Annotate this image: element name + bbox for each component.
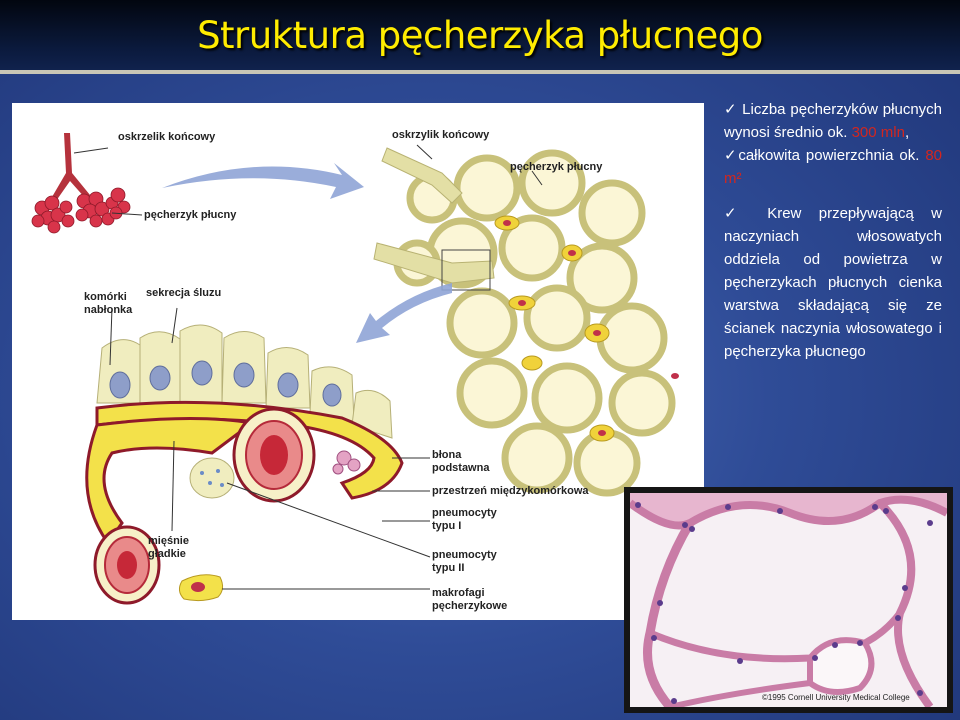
label-pecherzyk-plucny-left: pęcherzyk płucny	[144, 209, 237, 221]
label-oskrzylik-koncowy: oskrzylik końcowy	[392, 129, 490, 141]
terminal-bronchiole	[381, 147, 463, 204]
alveolar-sac	[393, 149, 676, 497]
check-icon: ✓	[724, 147, 739, 164]
label-sekrecja-sluzu: sekrecja śluzu	[146, 287, 222, 299]
alveolus-illustration: oskrzelik końcowy pęcherzyk płucny oskrz…	[12, 103, 704, 620]
bullet-1-value: 300 mln	[851, 124, 905, 141]
label-miesnie-gladkie: mięśnie gładkie	[148, 535, 189, 560]
bullet-3-text: Krew przepływającą w naczyniach włosowat…	[724, 205, 943, 360]
bullet-1-text: Liczba pęcherzyków płucnych wynosi średn…	[724, 101, 942, 141]
label-przestrzen: przestrzeń międzykomórkowa	[432, 485, 589, 497]
title-underline	[0, 70, 960, 74]
pink-cells	[332, 450, 361, 475]
micrograph-image	[630, 493, 947, 707]
bullet-2: ✓całkowita powierzchnia ok. 80 m²	[724, 144, 942, 190]
check-icon: ✓	[724, 101, 738, 118]
slide-title: Struktura pęcherzyka płucnego	[197, 14, 763, 57]
bullet-2-value: 80 m²	[724, 147, 942, 187]
label-pneumocyty-typu-1: pneumocyty typu I	[432, 507, 497, 532]
capillary-large	[232, 407, 316, 503]
type-ii-pneumocyte	[189, 457, 235, 499]
bullet-2-text: całkowita powierzchnia ok.	[738, 147, 920, 164]
arrow-right	[162, 163, 364, 199]
label-oskrzelik-koncowy: oskrzelik końcowy	[118, 131, 216, 143]
nuclei	[109, 360, 342, 407]
smooth-muscle-vessel	[93, 525, 161, 605]
bronchiole-tree	[31, 133, 131, 234]
bullet-1: ✓ Liczba pęcherzyków płucnych wynosi śre…	[724, 101, 942, 141]
micrograph-credit: ©1995 Cornell University Medical College	[762, 693, 910, 702]
label-makrofagi: makrofagi pęcherzykowe	[432, 587, 508, 612]
histology-micrograph: ©1995 Cornell University Medical College	[624, 487, 953, 713]
bullet-3: ✓ Krew przepływającą w naczyniach włosow…	[724, 202, 942, 363]
capillaries-small	[503, 220, 679, 436]
zoom-box	[441, 249, 491, 291]
check-icon: ✓	[724, 205, 750, 222]
label-blona-podstawna: błona podstawna	[432, 449, 490, 474]
leader-lines	[109, 144, 543, 590]
arrow-zoom	[356, 283, 452, 343]
label-pneumocyty-typu-2: pneumocyty typu II	[432, 549, 497, 574]
label-komorki-nablonka: komórki nabłonka	[84, 291, 133, 316]
bullet-list: ✓ Liczba pęcherzyków płucnych wynosi śre…	[724, 98, 942, 363]
anatomy-drawing	[31, 133, 679, 605]
title-bar	[0, 0, 960, 70]
label-pecherzyk-plucny-right: pęcherzyk płucny	[510, 161, 603, 173]
